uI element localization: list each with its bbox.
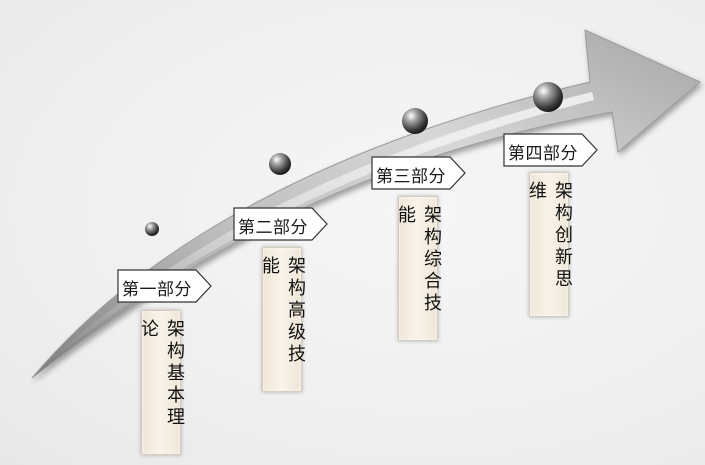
part-content-box-3: 架构综合技能 xyxy=(395,196,442,341)
part-content-box-1: 架构基本理论 xyxy=(138,310,185,455)
milestone-bead-3 xyxy=(402,108,428,134)
part-label-1: 第一部分 xyxy=(122,280,192,300)
part-label-2: 第二部分 xyxy=(238,218,308,238)
milestone-bead-4 xyxy=(533,82,563,112)
part-content-box-2: 架构高级技能 xyxy=(259,247,306,392)
part-tag-3 xyxy=(371,156,466,190)
part-content-box-4: 架构创新思维 xyxy=(526,172,573,317)
milestone-bead-2 xyxy=(269,153,291,175)
milestone-bead-1 xyxy=(145,222,159,236)
part-tag-2 xyxy=(233,207,328,241)
part-tag-4 xyxy=(503,133,598,167)
part-content-3: 架构综合技能 xyxy=(395,205,442,315)
part-label-3: 第三部分 xyxy=(376,167,446,187)
arrow-body xyxy=(31,29,701,379)
part-content-2: 架构高级技能 xyxy=(259,256,306,366)
part-content-1: 架构基本理论 xyxy=(138,319,185,429)
part-tag-1 xyxy=(117,269,212,303)
part-content-4: 架构创新思维 xyxy=(526,181,573,291)
part-label-4: 第四部分 xyxy=(508,144,578,164)
